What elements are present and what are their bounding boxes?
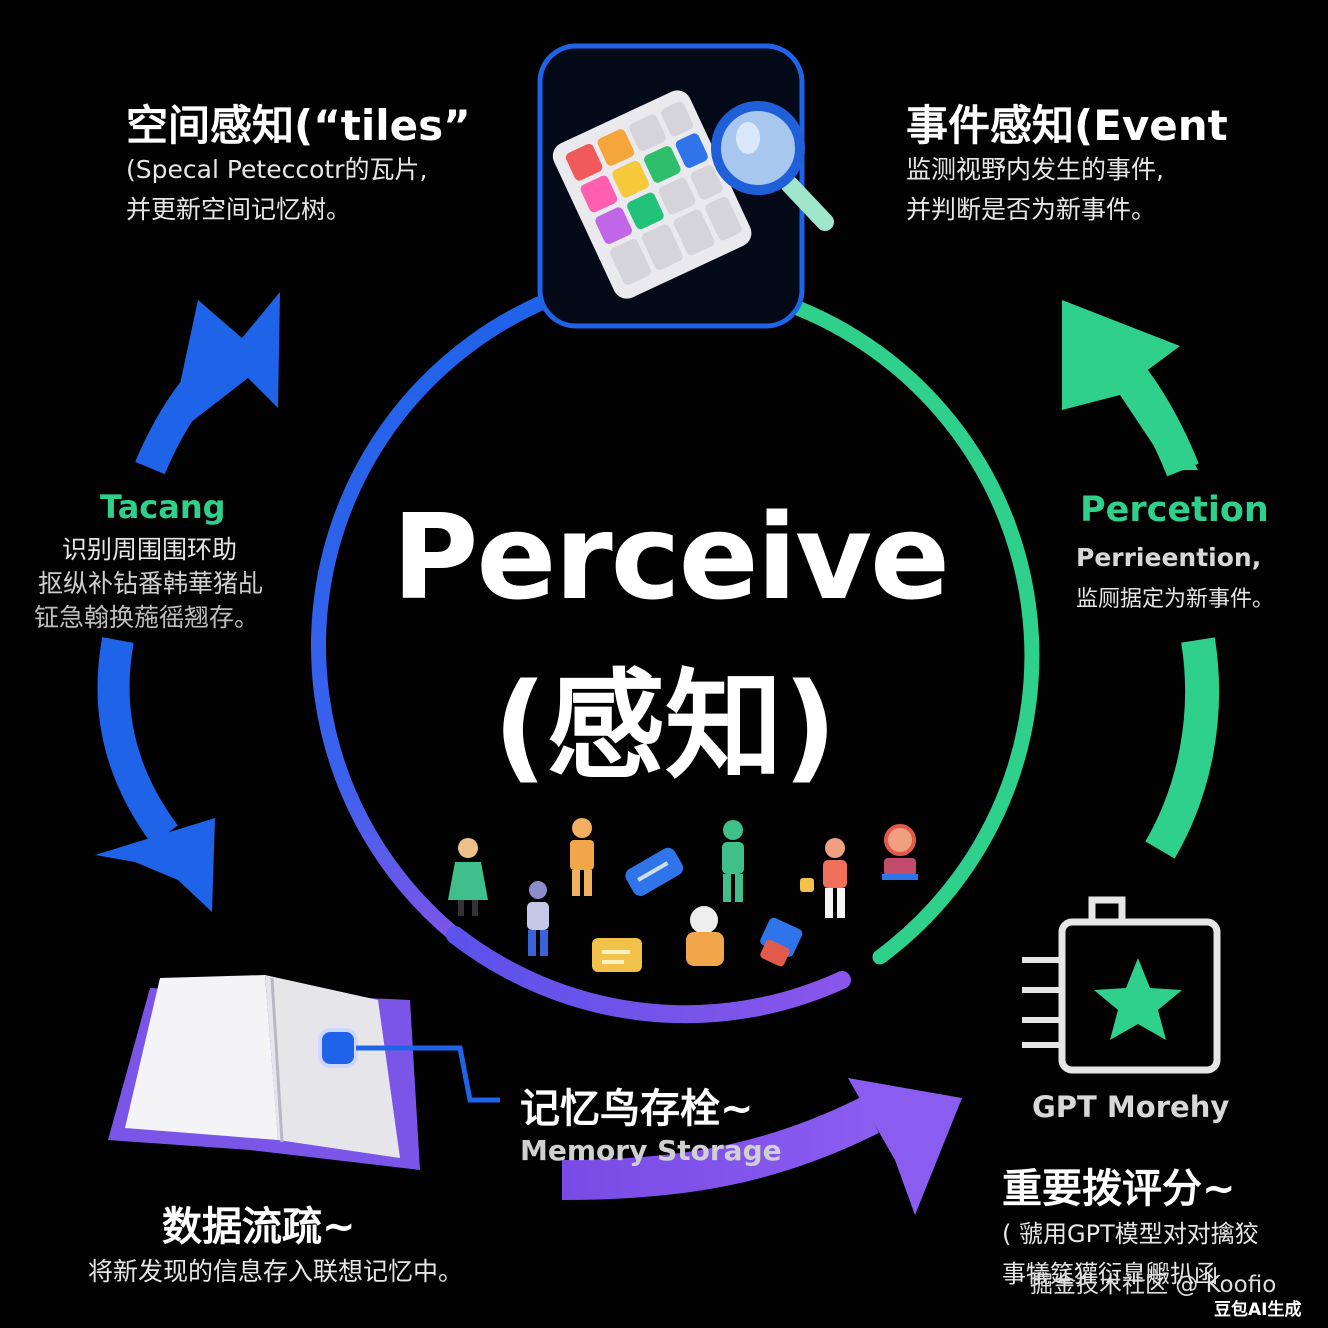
- left-label-line1: 识别周围围环助: [62, 535, 238, 564]
- gpt-line1: ( 虢用GPT模型对对擒狡: [1002, 1220, 1259, 1248]
- left-blue-arrow-up: [135, 292, 280, 475]
- open-book-icon: [108, 975, 500, 1170]
- ring-green-arc: [782, 297, 1040, 965]
- spatial-line1: (Specal Peteccotr的瓦片,: [126, 155, 428, 184]
- ring-purple-arc: [446, 926, 851, 1024]
- right-label-heading: Percetion: [1080, 490, 1269, 530]
- left-blue-arrow-down: [95, 637, 215, 912]
- event-line2: 并判断是否为新事件。: [906, 195, 1157, 224]
- gpt-title: 重要拨评分~: [1002, 1166, 1236, 1212]
- people-crowd-icon: [448, 818, 918, 972]
- gpt-line2: 事犠筵獾衍臯毈扒函: [1002, 1260, 1218, 1288]
- memory-title: 记忆鸟存栓~: [520, 1086, 754, 1132]
- spatial-title: 空间感知(“tiles”: [126, 101, 471, 150]
- right-green-arrow-down: [1145, 637, 1220, 859]
- gpt-label: GPT Morehy: [1032, 1090, 1230, 1124]
- center-title-zh: (感知): [493, 657, 837, 795]
- ring-blue-arc: [311, 292, 556, 943]
- bottom-purple-arrow: [561, 1078, 962, 1215]
- star-chip-icon: [1022, 896, 1221, 1074]
- memory-subtitle: Memory Storage: [520, 1134, 782, 1167]
- center-title-en: Perceive: [391, 488, 950, 626]
- watermark-ai: 豆包AI生成: [1214, 1300, 1302, 1320]
- right-green-arrow-up: [1062, 300, 1199, 477]
- event-line1: 监测视野内发生的事件,: [906, 155, 1164, 184]
- watermark-text: 掘金技术社区 @ Koofio: [1030, 1272, 1277, 1298]
- left-label-line2: 抠纵补钻番韩華猪乩: [38, 569, 264, 598]
- right-label-line1: Perrieention,: [1076, 543, 1262, 572]
- right-label-line2: 监厕据定为新事件。: [1076, 587, 1275, 612]
- dataflow-title: 数据流疏~: [162, 1204, 356, 1250]
- dataflow-line1: 将新发现的信息存入联想记忆中。: [88, 1257, 464, 1286]
- event-title: 事件感知(Event: [906, 101, 1228, 150]
- spatial-line2: 并更新空间记忆树。: [126, 195, 352, 224]
- left-label-line3: 钲急翰换葹徭翘存。: [34, 603, 260, 632]
- left-label-heading: Tacang: [100, 488, 226, 526]
- grid-magnifier-icon: [537, 43, 834, 329]
